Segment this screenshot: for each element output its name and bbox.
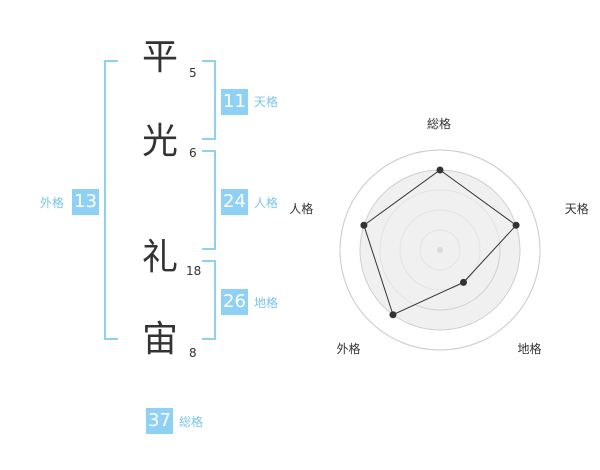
soukaku-label: 総格 [179, 415, 204, 429]
stroke-count-1: 5 [189, 66, 197, 80]
stroke-count-4: 8 [189, 346, 197, 360]
chikaku-bracket [202, 260, 216, 340]
name-char-4: 宙 [142, 319, 179, 360]
soukaku-badge: 37 [146, 408, 173, 434]
name-char-3: 礼 [142, 237, 179, 278]
tenkaku-label: 天格 [254, 95, 279, 109]
tenkaku-bracket [202, 60, 216, 140]
jinkaku-label: 人格 [254, 196, 279, 210]
radar-axis-label-5: 人格 [289, 201, 314, 216]
chikaku-badge: 26 [221, 289, 248, 315]
stroke-count-2: 6 [189, 146, 197, 160]
radar-point-2 [512, 221, 520, 229]
gaikaku-bracket [104, 60, 118, 340]
radar-point-5 [360, 221, 368, 229]
radar-point-4 [389, 311, 397, 319]
jinkaku-badge: 24 [221, 189, 248, 215]
jinkaku-bracket [202, 150, 216, 250]
radar-axis-label-2: 天格 [564, 201, 589, 216]
radar-axis-label-4: 外格 [336, 342, 361, 357]
chikaku-label: 地格 [254, 296, 279, 310]
radar-axis-label-3: 地格 [517, 342, 542, 357]
radar-point-1 [436, 166, 444, 174]
gaikaku-label: 外格 [40, 196, 65, 210]
radar-point-3 [460, 278, 468, 286]
radar-axis-label-1: 総格 [427, 117, 452, 131]
gaikaku-badge: 13 [72, 189, 99, 215]
stroke-count-3: 18 [186, 264, 202, 278]
name-char-1: 平 [142, 37, 179, 78]
tenkaku-badge: 11 [221, 89, 248, 115]
radar-polygon [363, 169, 517, 316]
radar-ring-5 [339, 149, 541, 351]
name-char-2: 光 [142, 121, 179, 162]
